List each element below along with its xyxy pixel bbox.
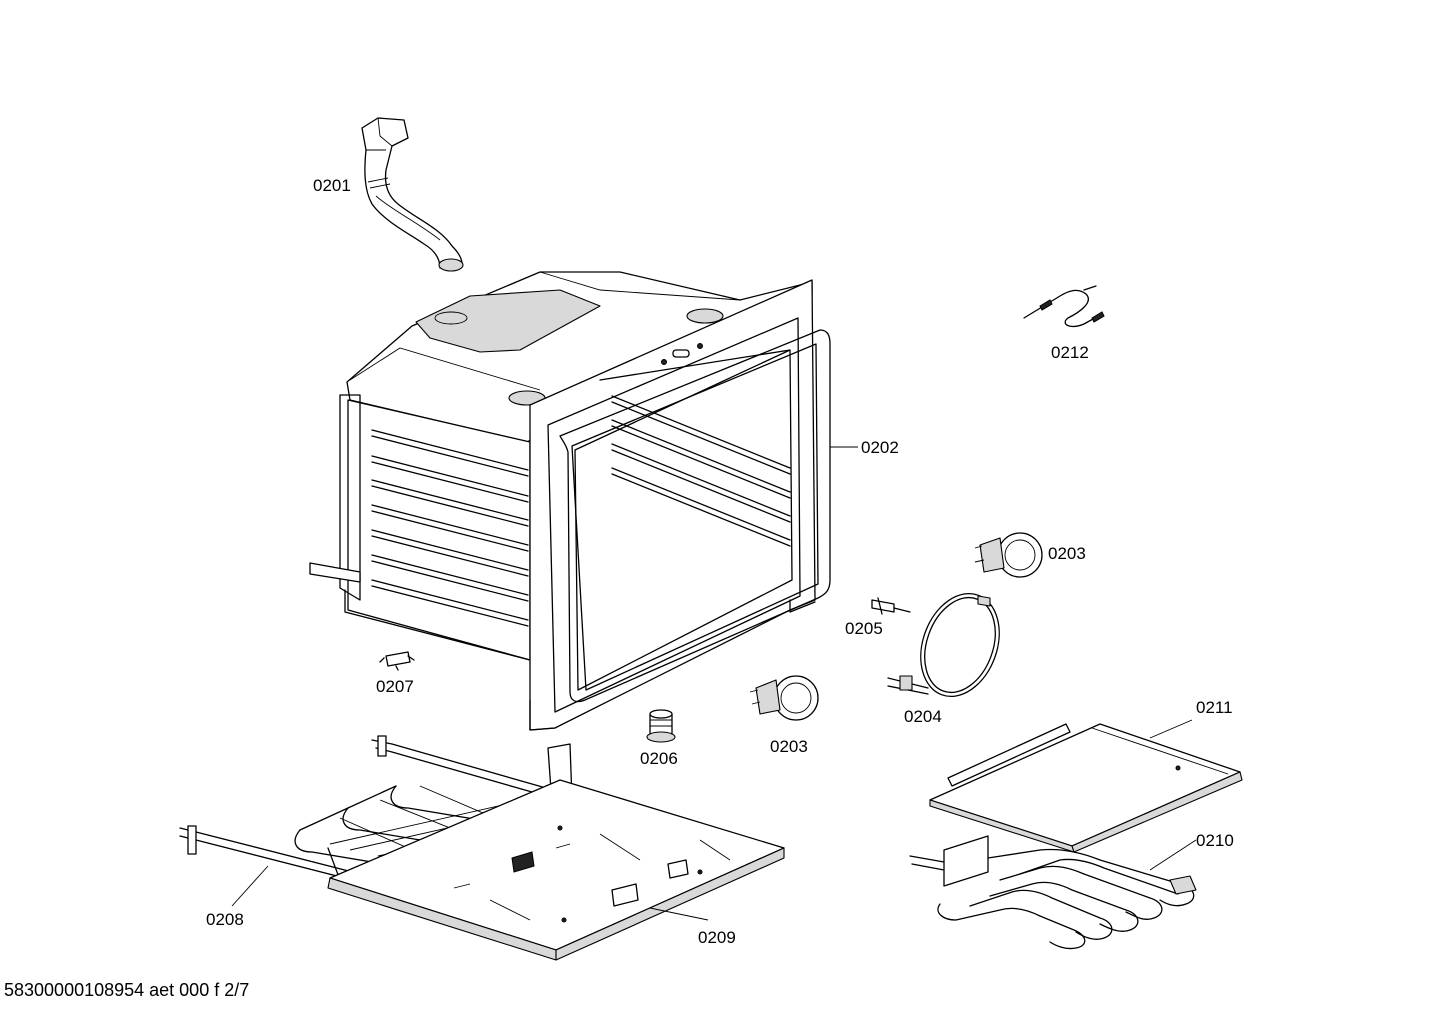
part-0211-tray xyxy=(929,723,1243,853)
part-0202-oven-cavity xyxy=(309,271,831,731)
callout-0211: 0211 xyxy=(1196,698,1233,717)
callout-0208: 0208 xyxy=(206,910,244,929)
part-0207-clip xyxy=(379,651,415,671)
part-0206-cap xyxy=(646,709,676,743)
callout-0210: 0210 xyxy=(1196,831,1234,850)
right-shelf-rails xyxy=(599,349,791,547)
callout-0205: 0205 xyxy=(845,619,883,638)
callout-0207: 0207 xyxy=(376,677,414,696)
part-0212-sensor-wire xyxy=(1023,285,1105,328)
leader-lines xyxy=(231,446,1197,921)
callout-0206: 0206 xyxy=(640,749,678,768)
callout-0204: 0204 xyxy=(904,707,942,726)
part-0201-vent-pipe xyxy=(361,117,464,272)
left-shelf-rails xyxy=(371,429,529,627)
part-0204-ring-heater xyxy=(887,592,1000,698)
callout-0212: 0212 xyxy=(1051,343,1089,362)
callout-0201: 0201 xyxy=(313,176,351,195)
part-0205-sensor xyxy=(871,597,911,615)
part-0210-bottom-heater xyxy=(909,835,1197,950)
part-0203-lamp-lower xyxy=(749,675,819,721)
drawing-reference: 58300000108954 aet 000 f 2/7 xyxy=(4,980,250,1000)
callout-labels: 0201 0202 0203 0203 0204 0205 0206 0207 … xyxy=(206,176,1234,947)
part-0209-bottom-plate xyxy=(327,779,785,961)
callout-0203-lower: 0203 xyxy=(770,737,808,756)
part-0203-lamp-upper xyxy=(974,532,1043,578)
callout-0202: 0202 xyxy=(861,438,899,457)
callout-0209: 0209 xyxy=(698,928,736,947)
callout-0203-upper: 0203 xyxy=(1048,544,1086,563)
